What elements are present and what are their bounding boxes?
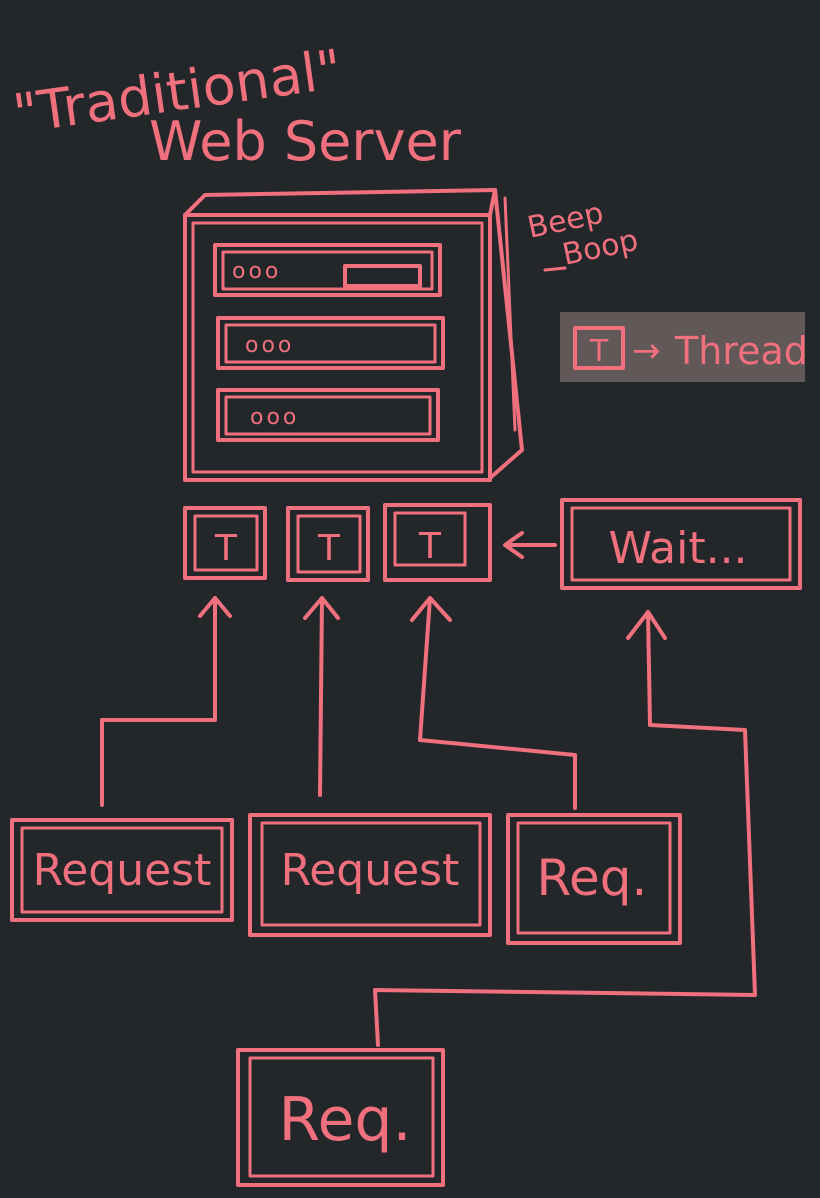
legend-thread-box: [573, 326, 625, 370]
server-front-inner: [191, 221, 484, 474]
waiting-request-label: Req.: [278, 1085, 411, 1155]
beep-boop-note: Beep Boop: [524, 196, 641, 273]
request-3-label: Req.: [537, 849, 648, 907]
request-2-label: Request: [281, 845, 460, 896]
title: "Traditional" Web Server: [9, 37, 462, 173]
thread-1-label: T: [214, 528, 238, 569]
server-slot-1-lights: ooo: [232, 259, 281, 284]
request-1-label: Request: [33, 845, 212, 896]
request-box-3: Req.: [506, 813, 682, 945]
web-server-box: ooo ooo ooo: [183, 188, 524, 482]
legend: T → Thread: [560, 312, 808, 382]
server-slot-2: ooo: [216, 316, 445, 370]
boop-dash: [543, 266, 567, 272]
server-slot-1-drive: [343, 264, 422, 288]
connector-waiting-request: [373, 610, 757, 1047]
thread-2-label: T: [317, 528, 341, 569]
connector-request-3: [410, 596, 577, 810]
legend-label: Thread: [674, 329, 808, 373]
thread-2: T: [286, 506, 370, 582]
connector-request-1: [100, 596, 232, 807]
server-top-face: [183, 188, 497, 217]
request-connectors: [100, 596, 757, 1047]
legend-thread-symbol: T: [589, 334, 609, 369]
request-box-2: Request: [248, 813, 492, 937]
thread-1: T: [183, 506, 267, 580]
server-side-face: [488, 188, 524, 480]
legend-arrow: →: [632, 331, 661, 371]
wait-label: Wait...: [608, 523, 747, 574]
title-line-2: Web Server: [149, 110, 462, 173]
requests: Request Request Req.: [10, 813, 682, 945]
server-slot-3: ooo: [216, 388, 440, 442]
legend-panel: [560, 312, 805, 382]
waiting-request-box: Req.: [236, 1048, 445, 1187]
connector-request-2: [303, 596, 340, 797]
server-slot-1: ooo: [213, 243, 442, 297]
wait-arrow: [503, 531, 557, 559]
wait-queue-box: Wait...: [560, 498, 802, 590]
thread-3: T: [383, 503, 492, 582]
server-front-face: [183, 213, 492, 482]
thread-3-label: T: [418, 526, 442, 567]
server-slot-2-lights: ooo: [245, 333, 294, 358]
thread-pool: T T T: [183, 503, 492, 582]
server-side-edge: [503, 196, 517, 432]
server-slot-3-lights: ooo: [250, 405, 299, 430]
request-box-1: Request: [10, 818, 234, 922]
